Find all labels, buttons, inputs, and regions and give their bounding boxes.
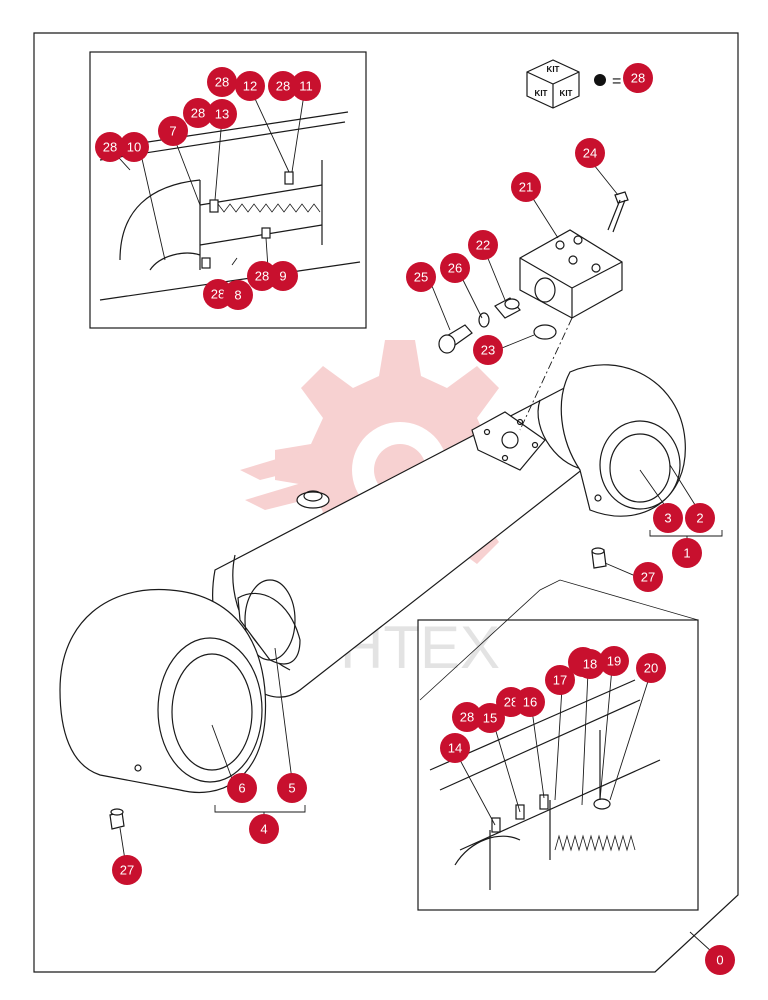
svg-text:9: 9 xyxy=(279,269,286,284)
svg-text:22: 22 xyxy=(476,238,490,253)
callout-28-c[interactable]: 28 xyxy=(95,132,125,162)
svg-text:8: 8 xyxy=(234,288,241,303)
callout-11[interactable]: 11 xyxy=(291,71,321,101)
callout-14[interactable]: 14 xyxy=(440,733,470,763)
svg-text:0: 0 xyxy=(716,953,723,968)
detail-inset-rod-seals xyxy=(417,579,699,911)
grease-nipple-front xyxy=(109,808,125,830)
svg-text:28: 28 xyxy=(504,695,518,710)
piston-rod-gland xyxy=(237,579,301,665)
callout-3[interactable]: 3 xyxy=(653,503,683,533)
callout-4[interactable]: 4 xyxy=(249,814,279,844)
callout-19[interactable]: 19 xyxy=(599,646,629,676)
callout-7[interactable]: 7 xyxy=(158,116,188,146)
svg-text:7: 7 xyxy=(169,124,176,139)
svg-text:17: 17 xyxy=(553,673,567,688)
callout-2[interactable]: 2 xyxy=(685,503,715,533)
svg-text:10: 10 xyxy=(127,140,141,155)
callout-27-rear[interactable]: 27 xyxy=(633,562,663,592)
callout-5[interactable]: 5 xyxy=(277,773,307,803)
svg-text:28: 28 xyxy=(276,79,290,94)
kit-label-right: KIT xyxy=(560,89,573,98)
callout-12[interactable]: 12 xyxy=(235,71,265,101)
svg-text:27: 27 xyxy=(120,863,134,878)
svg-text:12: 12 xyxy=(243,79,257,94)
callout-1[interactable]: 1 xyxy=(672,538,702,568)
callout-23[interactable]: 23 xyxy=(473,335,503,365)
kit-equals-sign: = xyxy=(612,73,621,90)
callout-26[interactable]: 26 xyxy=(440,253,470,283)
callout-6[interactable]: 6 xyxy=(227,773,257,803)
callout-10[interactable]: 10 xyxy=(119,132,149,162)
svg-text:25: 25 xyxy=(414,270,428,285)
svg-text:13: 13 xyxy=(215,107,229,122)
rear-clevis-eye xyxy=(560,364,686,517)
mounting-bolt xyxy=(607,191,629,233)
svg-text:26: 26 xyxy=(448,261,462,276)
svg-text:15: 15 xyxy=(483,711,497,726)
callout-28-h[interactable]: 28 xyxy=(452,702,482,732)
kit-bullet-icon xyxy=(594,74,606,86)
callout-24[interactable]: 24 xyxy=(575,138,605,168)
svg-text:23: 23 xyxy=(481,343,495,358)
callout-28-f[interactable]: 28 xyxy=(183,98,213,128)
svg-text:11: 11 xyxy=(299,79,313,94)
callout-22[interactable]: 22 xyxy=(468,230,498,260)
callout-27-front[interactable]: 27 xyxy=(112,855,142,885)
callout-28-d[interactable]: 28 xyxy=(207,67,237,97)
svg-text:28: 28 xyxy=(211,287,225,302)
grease-nipple-rear xyxy=(591,547,607,569)
svg-text:6: 6 xyxy=(238,781,245,796)
callout-28-kit[interactable]: 28 xyxy=(623,63,653,93)
svg-text:3: 3 xyxy=(664,511,671,526)
svg-text:18: 18 xyxy=(583,657,597,672)
svg-text:19: 19 xyxy=(607,654,621,669)
svg-text:28: 28 xyxy=(631,71,645,86)
callout-18[interactable]: 18 xyxy=(575,649,605,679)
svg-text:28: 28 xyxy=(460,710,474,725)
callout-13[interactable]: 13 xyxy=(207,99,237,129)
callout-16[interactable]: 16 xyxy=(515,687,545,717)
callout-28-b[interactable]: 28 xyxy=(247,261,277,291)
kit-legend: KIT KIT KIT = xyxy=(526,59,621,109)
callout-0[interactable]: 0 xyxy=(705,945,735,975)
o-ring-small xyxy=(478,312,490,328)
callout-9[interactable]: 9 xyxy=(268,261,298,291)
svg-text:14: 14 xyxy=(448,741,462,756)
callout-20[interactable]: 20 xyxy=(636,653,666,683)
svg-text:28: 28 xyxy=(191,106,205,121)
callout-15[interactable]: 15 xyxy=(475,703,505,733)
callout-17[interactable]: 17 xyxy=(545,665,575,695)
svg-text:27: 27 xyxy=(641,570,655,585)
svg-text:5: 5 xyxy=(288,781,295,796)
svg-text:4: 4 xyxy=(260,822,267,837)
svg-text:28: 28 xyxy=(215,75,229,90)
check-valve-plug xyxy=(494,297,521,319)
safety-valve-block xyxy=(519,229,623,319)
page-frame xyxy=(33,32,739,973)
callout-leaders xyxy=(119,159,723,861)
callout-28-e[interactable]: 28 xyxy=(268,71,298,101)
kit-label-top: KIT xyxy=(547,65,560,74)
callout-25[interactable]: 25 xyxy=(406,262,436,292)
svg-text:16: 16 xyxy=(523,695,537,710)
front-rod-eye xyxy=(59,588,267,794)
svg-text:21: 21 xyxy=(519,180,533,195)
svg-text:20: 20 xyxy=(644,661,658,676)
svg-text:1: 1 xyxy=(683,546,690,561)
valve-alignment-line xyxy=(519,317,573,431)
valve-mounting-pad xyxy=(471,411,546,471)
callout-8[interactable]: 8 xyxy=(223,280,253,310)
o-ring-large xyxy=(533,324,557,340)
svg-text:2: 2 xyxy=(696,511,703,526)
svg-text:28: 28 xyxy=(103,140,117,155)
tube-port-boss xyxy=(296,490,330,509)
callout-21[interactable]: 21 xyxy=(511,172,541,202)
plug-screw xyxy=(438,324,473,354)
svg-text:24: 24 xyxy=(583,146,597,161)
kit-label-left: KIT xyxy=(535,89,548,98)
svg-text:28: 28 xyxy=(255,269,269,284)
